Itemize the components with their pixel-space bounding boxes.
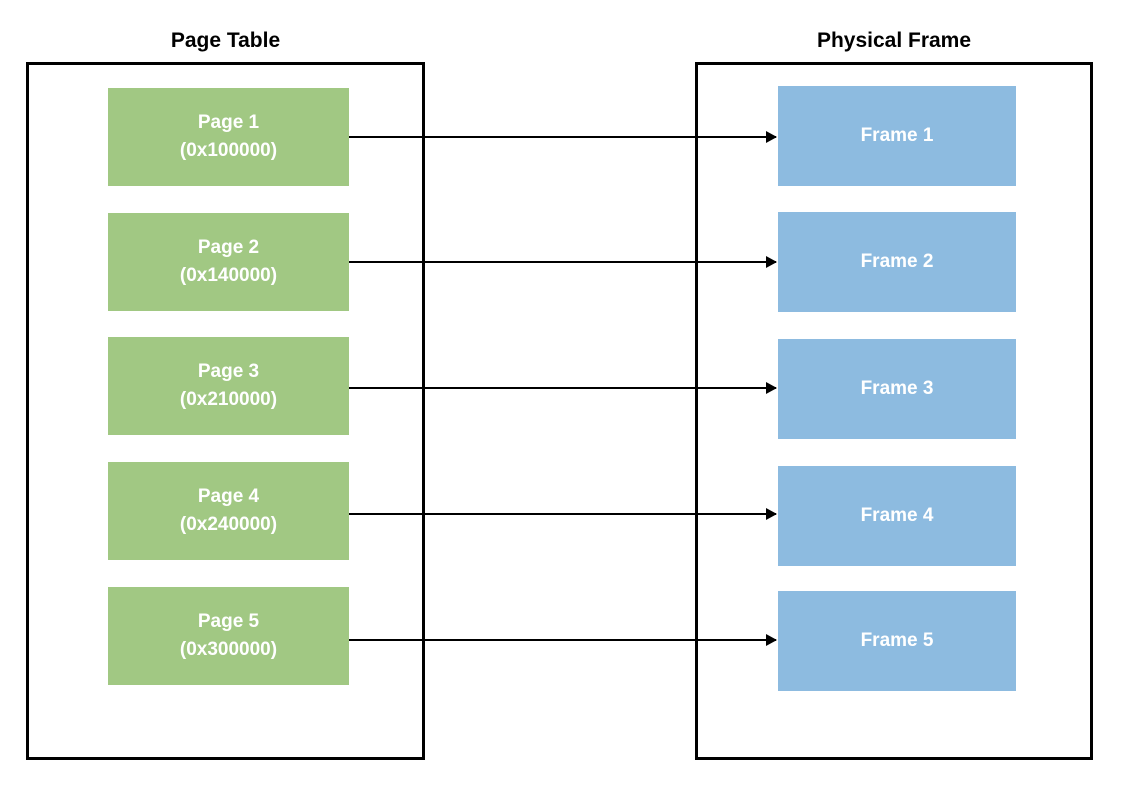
arrowhead-icon — [766, 382, 777, 394]
frame-5-box: Frame 5 — [778, 591, 1016, 691]
frame-4-box: Frame 4 — [778, 466, 1016, 566]
frame-3-label: Frame 3 — [860, 378, 934, 400]
arrow-page3-to-frame3 — [349, 382, 777, 394]
page-table-title: Page Table — [170, 29, 281, 52]
page-4-box: Page 4 (0x240000) — [108, 462, 349, 560]
page-3-box: Page 3 (0x210000) — [108, 337, 349, 435]
arrowhead-icon — [766, 131, 777, 143]
frame-2-box: Frame 2 — [778, 212, 1016, 312]
frame-4-label: Frame 4 — [860, 505, 934, 527]
arrow-page1-to-frame1 — [349, 131, 777, 143]
arrow-page2-to-frame2 — [349, 256, 777, 268]
frame-2-label: Frame 2 — [860, 251, 934, 273]
page-3-address: (0x210000) — [179, 389, 278, 410]
page-5-box: Page 5 (0x300000) — [108, 587, 349, 685]
frame-1-box: Frame 1 — [778, 86, 1016, 186]
page-2-box: Page 2 (0x140000) — [108, 213, 349, 311]
page-2-address: (0x140000) — [179, 265, 278, 286]
page-4-address: (0x240000) — [179, 514, 278, 535]
physical-frame-container: Frame 1 Frame 2 Frame 3 Frame 4 Frame 5 — [695, 62, 1093, 760]
page-1-box: Page 1 (0x100000) — [108, 88, 349, 186]
page-table-container: Page 1 (0x100000) Page 2 (0x140000) Page… — [26, 62, 425, 760]
page-1-label: Page 1 — [197, 112, 260, 134]
page-5-address: (0x300000) — [179, 639, 278, 660]
physical-frame-title: Physical Frame — [816, 29, 972, 52]
page-2-label: Page 2 — [197, 237, 260, 259]
page-5-label: Page 5 — [197, 611, 260, 633]
frame-3-box: Frame 3 — [778, 339, 1016, 439]
page-4-label: Page 4 — [197, 486, 260, 508]
frame-5-label: Frame 5 — [860, 630, 934, 652]
arrow-page5-to-frame5 — [349, 634, 777, 646]
frame-1-label: Frame 1 — [860, 125, 934, 147]
arrowhead-icon — [766, 256, 777, 268]
arrow-page4-to-frame4 — [349, 508, 777, 520]
arrowhead-icon — [766, 634, 777, 646]
arrowhead-icon — [766, 508, 777, 520]
page-1-address: (0x100000) — [179, 140, 278, 161]
page-3-label: Page 3 — [197, 361, 260, 383]
